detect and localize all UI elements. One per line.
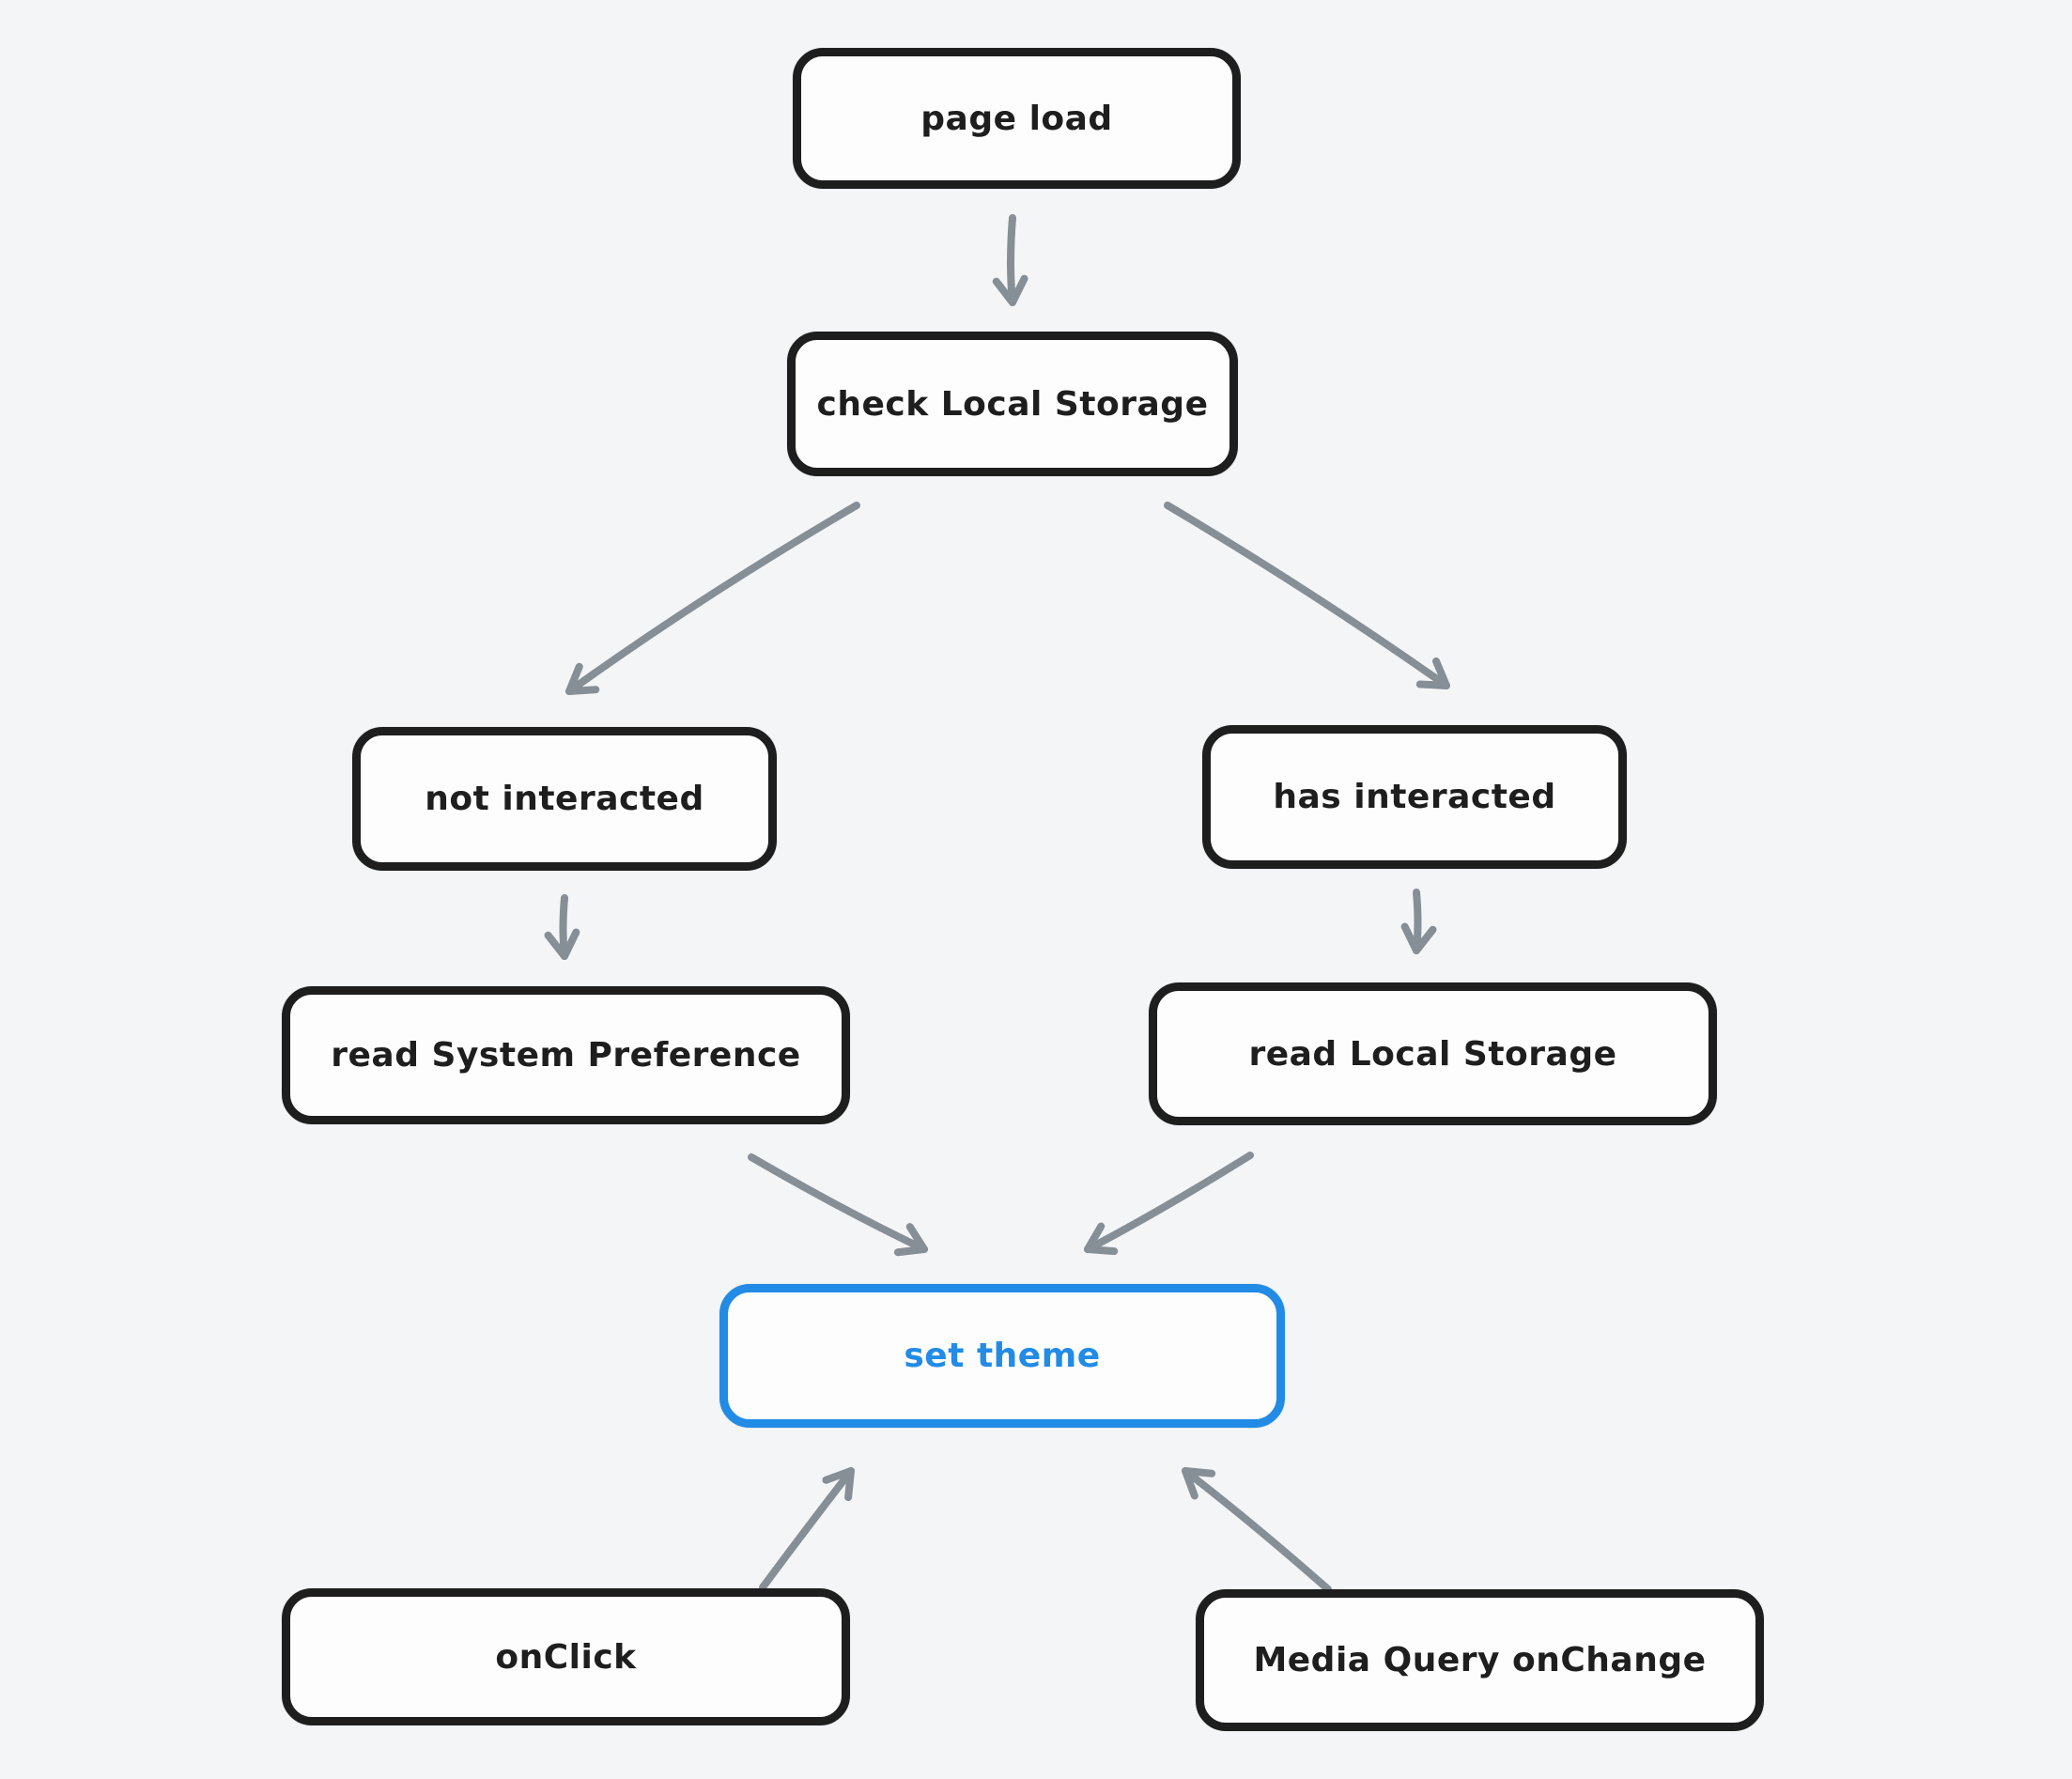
node-on-click[interactable]: onClick xyxy=(282,1588,850,1725)
node-read-system-preference[interactable]: read System Preference xyxy=(282,986,850,1124)
node-check-local-storage[interactable]: check Local Storage xyxy=(787,332,1238,476)
node-read-local-storage[interactable]: read Local Storage xyxy=(1149,982,1717,1125)
edge-read-local-storage-to-set-theme[interactable] xyxy=(1084,1152,1254,1256)
node-has-interacted[interactable]: has interacted xyxy=(1202,725,1627,869)
node-media-query-onchange[interactable]: Media Query onChange xyxy=(1196,1589,1764,1731)
node-set-theme[interactable]: set theme xyxy=(719,1284,1285,1428)
node-label: check Local Storage xyxy=(816,384,1209,424)
node-label: not interacted xyxy=(425,780,704,818)
node-label: Media Query onChange xyxy=(1253,1641,1707,1679)
node-label: onClick xyxy=(495,1637,637,1677)
edge-read-system-preference-to-set-theme[interactable] xyxy=(748,1153,928,1257)
node-page-load[interactable]: page load xyxy=(793,48,1241,189)
node-label: page load xyxy=(920,99,1113,138)
node-not-interacted[interactable]: not interacted xyxy=(352,727,777,871)
node-label: read System Preference xyxy=(331,1036,801,1075)
edge-check-local-storage-to-not-interacted[interactable] xyxy=(565,502,860,695)
node-label: read Local Storage xyxy=(1248,1034,1617,1074)
node-label: has interacted xyxy=(1273,778,1556,816)
edge-not-interacted-to-read-system-preference[interactable] xyxy=(544,894,580,960)
edge-media-query-onchange-to-set-theme[interactable] xyxy=(1182,1467,1332,1593)
edge-check-local-storage-to-has-interacted[interactable] xyxy=(1164,502,1450,689)
edge-has-interacted-to-read-local-storage[interactable] xyxy=(1400,889,1437,954)
edge-on-click-to-set-theme[interactable] xyxy=(759,1467,855,1591)
edge-page-load-to-check-local-storage[interactable] xyxy=(992,214,1028,306)
node-label: set theme xyxy=(904,1337,1101,1375)
